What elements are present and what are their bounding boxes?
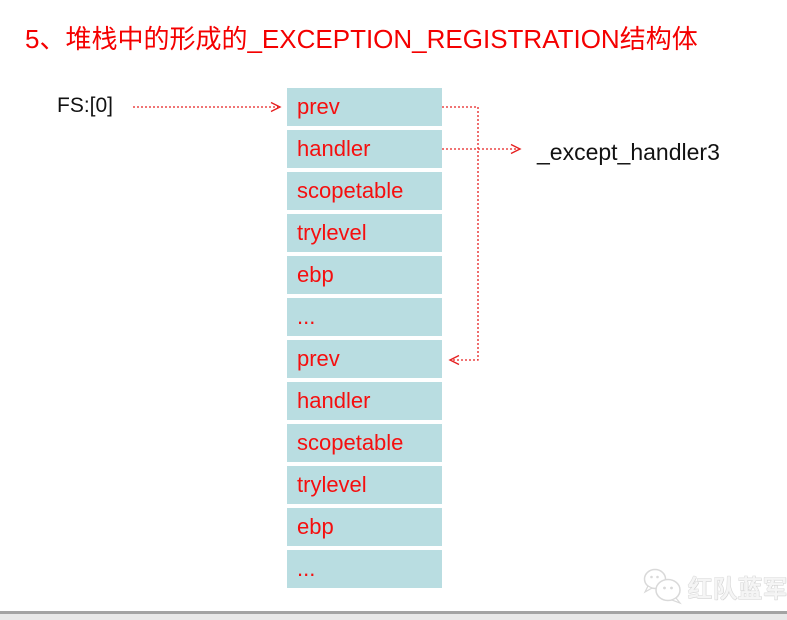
stack-cell: ... (287, 550, 442, 588)
handler-arrowhead-icon (510, 143, 522, 155)
prev-chain-arrow-line (442, 106, 479, 361)
fs-pointer-arrowhead-icon (270, 101, 282, 113)
stack-cell: prev (287, 340, 442, 378)
fs-register-label: FS:[0] (57, 94, 114, 117)
watermark: 红队蓝军 (640, 566, 787, 606)
page-title: 5、堆栈中的形成的_EXCEPTION_REGISTRATION结构体 (25, 24, 698, 54)
stack-cell: trylevel (287, 466, 442, 504)
stack-cell: ebp (287, 508, 442, 546)
footer-strip (0, 614, 787, 620)
prev-chain-arrowhead-icon (448, 354, 460, 366)
stack-cell: handler (287, 382, 442, 420)
stack-cell: scopetable (287, 172, 442, 210)
stack-cell: trylevel (287, 214, 442, 252)
watermark-text: 红队蓝军 (688, 575, 787, 603)
exception-registration-stack: prev handler scopetable trylevel ebp... prev h… (287, 88, 442, 588)
stack-cell: handler (287, 130, 442, 168)
stack-cell: prev (287, 88, 442, 126)
chat-bubbles-icon (643, 568, 682, 605)
stack-cell: scopetable (287, 424, 442, 462)
except-handler3-label: _except_handler3 (537, 139, 720, 165)
stack-cell: ... (287, 298, 442, 336)
bottom-divider (0, 611, 787, 614)
stack-cell: ebp (287, 256, 442, 294)
